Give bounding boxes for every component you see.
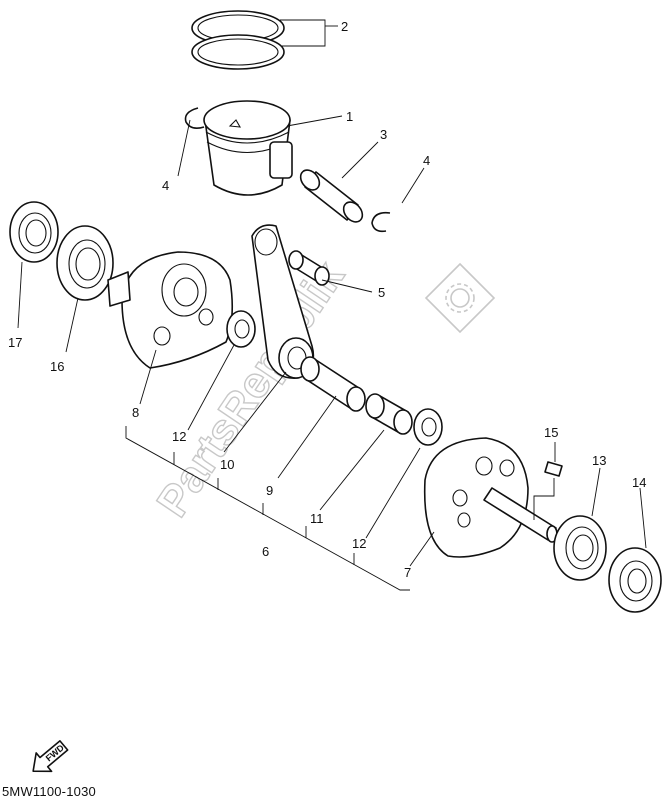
callout-10[interactable]: 10 — [220, 457, 234, 472]
pin-clip-left[interactable] — [184, 107, 205, 129]
callout-15[interactable]: 15 — [544, 425, 558, 440]
piston-pin[interactable] — [297, 166, 366, 225]
big-end-bearing[interactable] — [365, 393, 413, 435]
bearing-left[interactable] — [56, 225, 114, 301]
callout-labels: 2 1 3 4 4 5 17 16 8 12 10 9 11 6 12 7 15… — [8, 19, 646, 580]
pin-clip-right[interactable] — [371, 211, 391, 233]
small-end-bearing[interactable] — [288, 250, 330, 286]
crank-left[interactable] — [107, 251, 234, 369]
callout-11[interactable]: 11 — [310, 511, 324, 526]
thrust-washer-left[interactable] — [226, 310, 256, 348]
callout-4-right[interactable]: 4 — [423, 153, 430, 168]
callout-4-left[interactable]: 4 — [162, 178, 169, 193]
crank-right[interactable] — [423, 437, 558, 558]
piston-rings[interactable] — [191, 10, 285, 70]
crank-pin[interactable] — [300, 356, 366, 412]
fwd-arrow-icon: FWD — [32, 740, 69, 773]
thrust-washer-right[interactable] — [413, 408, 443, 446]
callout-9[interactable]: 9 — [266, 483, 273, 498]
callout-5[interactable]: 5 — [378, 285, 385, 300]
watermark-gear-icon — [424, 262, 496, 334]
callout-1[interactable]: 1 — [346, 109, 353, 124]
callout-13[interactable]: 13 — [592, 453, 606, 468]
callout-2[interactable]: 2 — [341, 19, 348, 34]
bearing-right[interactable] — [553, 515, 607, 581]
callout-3[interactable]: 3 — [380, 127, 387, 142]
callout-17[interactable]: 17 — [8, 335, 22, 350]
oil-seal-right[interactable] — [608, 547, 662, 613]
callout-6[interactable]: 6 — [262, 544, 269, 559]
callout-8[interactable]: 8 — [132, 405, 139, 420]
leader-lines — [17, 19, 647, 591]
callout-7[interactable]: 7 — [404, 565, 411, 580]
callout-14[interactable]: 14 — [632, 475, 646, 490]
callout-12-right[interactable]: 12 — [352, 536, 366, 551]
diagram-code: 5MW1100-1030 — [2, 784, 96, 799]
woodruff-key[interactable] — [544, 461, 563, 477]
oil-seal[interactable] — [9, 201, 59, 263]
callout-16[interactable]: 16 — [50, 359, 64, 374]
callout-12-left[interactable]: 12 — [172, 429, 186, 444]
piston[interactable] — [203, 100, 293, 196]
